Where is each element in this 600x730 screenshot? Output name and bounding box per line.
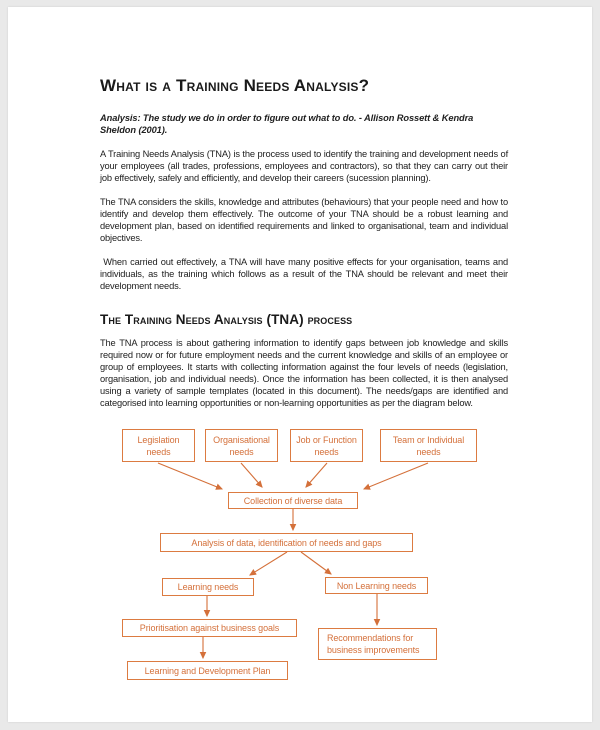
- page-content: What is a Training Needs Analysis? Analy…: [100, 7, 508, 687]
- flowchart-arrows: [157, 462, 429, 660]
- flowchart-box-collection-of-diverse-data: Collection of diverse data: [228, 492, 358, 509]
- paragraph-tna-process: The TNA process is about gathering infor…: [100, 338, 508, 408]
- paragraph-tna-considers: The TNA considers the skills, knowledge …: [100, 197, 508, 243]
- arrow-analysis-to-nonlearning: [300, 551, 332, 575]
- arrow-legislation-to-collection: [157, 462, 224, 490]
- tna-process-flowchart: Legislation needs Organisational needs J…: [100, 429, 508, 687]
- arrow-team-to-collection: [362, 462, 429, 490]
- arrow-job-to-collection: [305, 462, 328, 488]
- paragraph-tna-effects: When carried out effectively, a TNA will…: [100, 257, 508, 291]
- flowchart-box-team-or-individual-needs: Team or Individual needs: [380, 429, 477, 462]
- paragraph-tna-definition: A Training Needs Analysis (TNA) is the p…: [100, 149, 508, 183]
- flowchart-box-learning-development-plan: Learning and Development Plan: [127, 661, 288, 680]
- flowchart-box-prioritisation: Prioritisation against business goals: [122, 619, 297, 637]
- flowchart-box-learning-needs: Learning needs: [162, 578, 254, 596]
- flowchart-box-legislation-needs: Legislation needs: [122, 429, 195, 462]
- flowchart-box-non-learning-needs: Non Learning needs: [325, 577, 428, 594]
- flowchart-box-recommendations: Recommendations for business improvement…: [318, 628, 437, 660]
- arrow-analysis-to-learning: [249, 551, 288, 576]
- flowchart-box-analysis-of-data: Analysis of data, identification of need…: [160, 533, 413, 552]
- flowchart-box-organisational-needs: Organisational needs: [205, 429, 278, 462]
- page-title: What is a Training Needs Analysis?: [100, 76, 370, 95]
- arrow-organisational-to-collection: [240, 462, 263, 488]
- document-page: What is a Training Needs Analysis? Analy…: [8, 7, 592, 722]
- section-title-tna-process: The Training Needs Analysis (TNA) proces…: [100, 312, 353, 327]
- analysis-quote: Analysis: The study we do in order to fi…: [100, 113, 474, 135]
- flowchart-box-job-or-function-needs: Job or Function needs: [290, 429, 363, 462]
